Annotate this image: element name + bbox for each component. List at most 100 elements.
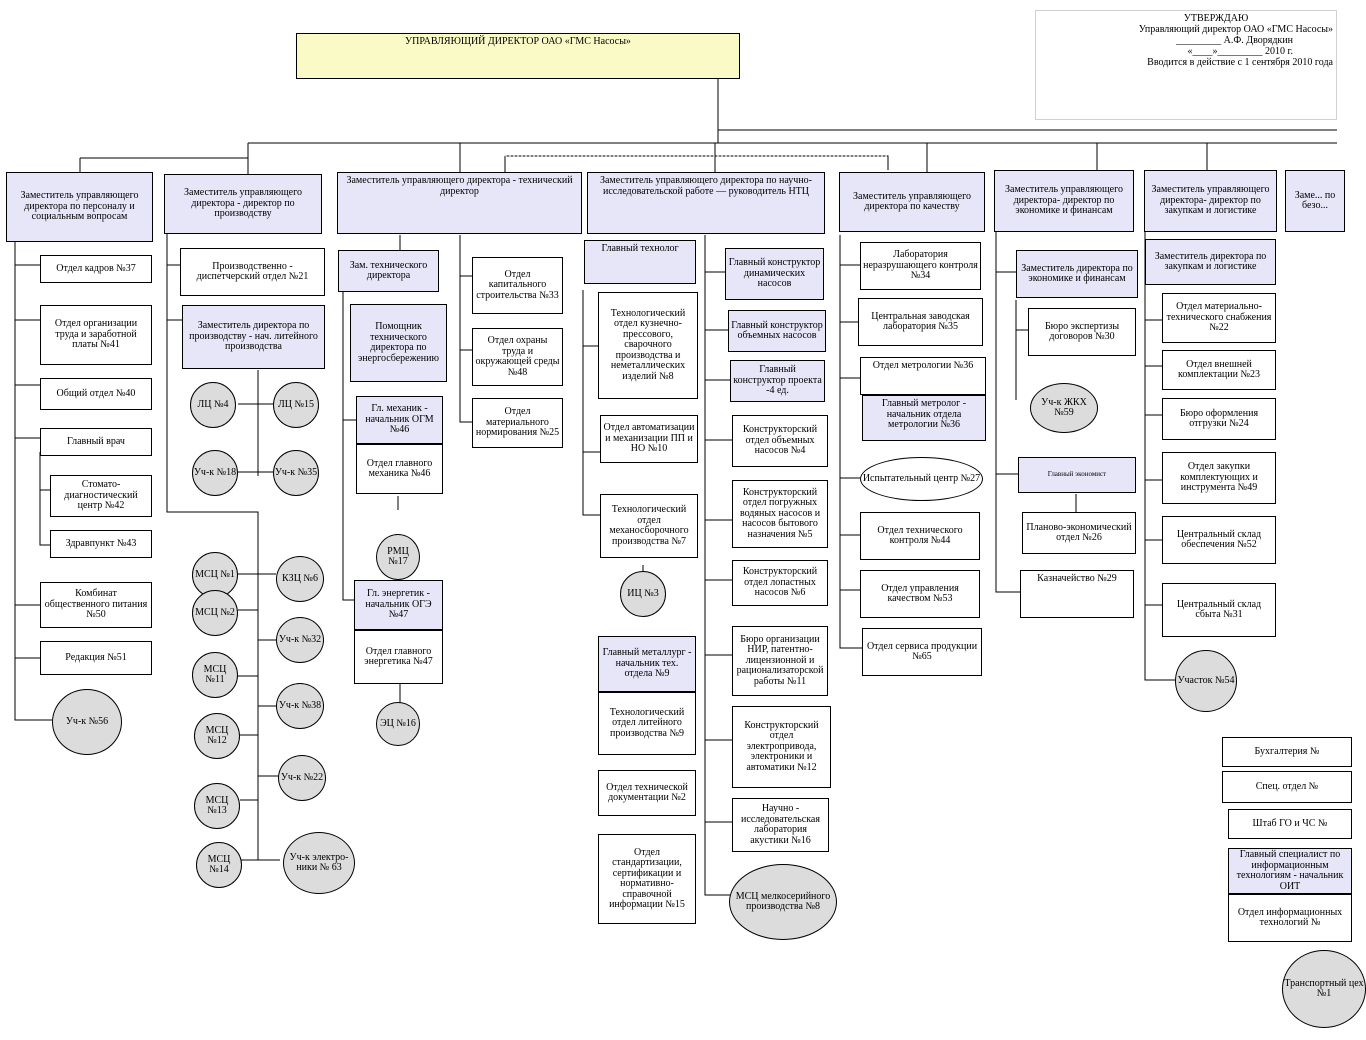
dept-41: Отдел организации труда и заработной пла… (40, 305, 152, 365)
head-ntc: Заместитель управляющего директора по на… (587, 172, 825, 234)
dept-46: Отдел главного механика №46 (356, 444, 443, 494)
dept-11: Бюро организации НИР, патентно-лицензион… (732, 626, 828, 696)
chief-designer-dynamic: Главный конструктор динамических насосов (725, 248, 824, 300)
head-security: Заме... по безо... (1285, 170, 1345, 232)
circle-uch32: Уч-к №32 (276, 617, 324, 663)
connector-lines (14, 78, 1337, 896)
chief-doctor: Главный врач (40, 428, 152, 456)
special-dept: Спец. отдел № (1222, 771, 1352, 803)
dept-6: Конструкторский отдел лопастных насосов … (732, 560, 828, 606)
approval-line-5: Вводится в действие с 1 сентября 2010 го… (1147, 57, 1333, 68)
chief-technologist: Главный технолог (584, 240, 696, 284)
approval-line-2: Управляющий директор ОАО «ГМС Насосы» (1138, 24, 1333, 35)
dept-23: Отдел внешней комплектации №23 (1162, 350, 1276, 390)
circle-msc1: МСЦ №1 (192, 552, 238, 598)
logistics-deputy: Заместитель директора по закупкам и логи… (1145, 239, 1276, 285)
dept-51: Редакция №51 (40, 641, 152, 675)
dept-29: Казначейство №29 (1020, 570, 1134, 618)
circle-uch22: Уч-к №22 (278, 755, 326, 801)
tech-deputy: Зам. технического директора (338, 250, 439, 292)
chief-it-specialist: Главный специалист по информационным тех… (1228, 848, 1352, 894)
circle-msc14: МСЦ №14 (196, 842, 242, 888)
dept-53: Отдел управления качеством №53 (860, 570, 980, 618)
civil-defense-hq: Штаб ГО и ЧС № (1228, 809, 1352, 839)
dept-33: Отдел капитального строительства №33 (472, 257, 563, 314)
circle-uch38: Уч-к №38 (276, 683, 324, 729)
dept-9: Технологический отдел литейного производ… (598, 692, 696, 755)
circle-msc2: МСЦ №2 (192, 590, 238, 636)
chief-designer-volumetric: Главный конструктор объемных насосов (728, 310, 826, 352)
economics-deputy: Заместитель директора по экономике и фин… (1016, 250, 1138, 298)
dept-21: Производственно - диспетчерский отдел №2… (180, 248, 325, 296)
dept-42: Стомато-диагностический центр №42 (50, 475, 152, 517)
chief-mechanic: Гл. механик - начальник ОГМ №46 (356, 396, 443, 444)
energy-assistant: Помощник технического директора по энерг… (350, 304, 447, 382)
circle-kzc6: КЗЦ №6 (276, 556, 324, 602)
head-quality: Заместитель управляющего директора по ка… (839, 172, 985, 232)
dept-50: Комбинат общественного питания №50 (40, 582, 152, 628)
circle-transport: Транспортный цех №1 (1282, 950, 1366, 1028)
dept-16: Научно - исследовательская лаборатория а… (732, 798, 829, 852)
dept-5: Конструкторский отдел погружных водяных … (732, 480, 828, 548)
chief-economist: Главный экономист (1018, 457, 1136, 493)
dept-25: Отдел материального нормирования №25 (472, 398, 563, 448)
dept-52: Центральный склад обеспечения №52 (1162, 516, 1276, 564)
approval-line-1: УТВЕРЖДАЮ (1183, 13, 1249, 24)
dept-48: Отдел охраны труда и окружающей среды №4… (472, 328, 563, 386)
approval-block: УТВЕРЖДАЮ Управляющий директор ОАО «ГМС … (1035, 10, 1337, 120)
circle-ec16: ЭЦ №16 (376, 702, 420, 746)
head-personnel: Заместитель управляющего директора по пе… (6, 172, 153, 242)
dept-4: Конструкторский отдел объемных насосов №… (732, 415, 828, 467)
lab-34: Лаборатория неразрушающего контроля №34 (860, 242, 981, 290)
head-economics: Заместитель управляющего директора- дире… (994, 170, 1134, 232)
dept-37: Отдел кадров №37 (40, 255, 152, 283)
dept-30: Бюро экспертизы договоров №30 (1028, 308, 1136, 356)
dept-7: Технологический отдел механосборочного п… (600, 494, 698, 558)
org-chart: УТВЕРЖДАЮ Управляющий директор ОАО «ГМС … (6, 10, 1366, 1028)
circle-uch63: Уч-к электро-ники № 63 (283, 832, 355, 894)
circle-uch59: Уч-к ЖКХ №59 (1030, 383, 1098, 433)
dept-65: Отдел сервиса продукции №65 (862, 628, 982, 676)
circle-msc12: МСЦ №12 (194, 713, 240, 759)
dept-8: Технологический отдел кузнечно-прессовог… (598, 292, 698, 399)
chief-designer-project: Главный конструктор проекта -4 ед. (730, 360, 825, 402)
chief-metrologist: Главный метролог - начальник отдела метр… (862, 395, 986, 441)
dept-24: Бюро оформления отгрузки №24 (1162, 398, 1276, 440)
managing-director-box: УПРАВЛЯЮЩИЙ ДИРЕКТОР ОАО «ГМС Насосы» (296, 33, 740, 79)
circle-msc13: МСЦ №13 (194, 783, 240, 829)
it-dept: Отдел информационных технологий № (1228, 894, 1352, 942)
circle-uch54: Участок №54 (1175, 650, 1237, 712)
dept-10: Отдел автоматизации и механизации ПП и Н… (600, 415, 698, 463)
circle-lc15: ЛЦ №15 (273, 382, 319, 428)
circle-uch56: Уч-к №56 (52, 689, 122, 755)
dept-26: Планово-экономический отдел №26 (1022, 512, 1136, 554)
circle-lc4: ЛЦ №4 (190, 382, 236, 428)
chief-metallurgist: Главный металлург - начальник тех. отдел… (598, 636, 696, 692)
dept-31: Центральный склад сбыта №31 (1162, 583, 1276, 637)
dept-36: Отдел метрологии №36 (860, 357, 986, 395)
approval-line-4: «____»_________ 2010 г. (1187, 46, 1293, 57)
dept-2: Отдел технической документации №2 (598, 770, 696, 816)
circle-uch35: Уч-к №35 (273, 450, 319, 496)
circle-ic3: ИЦ №3 (620, 571, 666, 617)
dept-15: Отдел стандартизации, сертификации и нор… (598, 834, 696, 924)
circle-msc11: МСЦ №11 (192, 652, 238, 698)
accounting: Бухгалтерия № (1222, 737, 1352, 767)
head-technical: Заместитель управляющего директора - тех… (337, 172, 582, 234)
head-logistics: Заместитель управляющего директора- дире… (1144, 170, 1277, 232)
foundry-deputy: Заместитель директора по производству - … (182, 305, 325, 369)
dept-49: Отдел закупки комплектующих и инструмент… (1162, 452, 1276, 504)
approval-line-3: _________ А.Ф. Дворядкин (1176, 35, 1293, 46)
circle-ic27: Испытательный центр №27 (860, 457, 983, 501)
dept-22: Отдел материально-технического снабжения… (1162, 293, 1276, 343)
lab-35: Центральная заводская лаборатория №35 (858, 298, 983, 346)
head-production: Заместитель управляющего директора - дир… (164, 174, 322, 234)
dept-44: Отдел технического контроля №44 (860, 512, 980, 560)
circle-rmc17: РМЦ №17 (376, 534, 420, 580)
dept-43: Здравпункт №43 (50, 530, 152, 558)
dept-12: Конструкторский отдел электропривода, эл… (732, 706, 831, 788)
dept-47: Отдел главного энергетика №47 (354, 630, 443, 684)
circle-msc8: МСЦ мелкосерийного производства №8 (729, 864, 837, 940)
dept-40: Общий отдел №40 (40, 378, 152, 410)
circle-uch18: Уч-к №18 (192, 450, 238, 496)
